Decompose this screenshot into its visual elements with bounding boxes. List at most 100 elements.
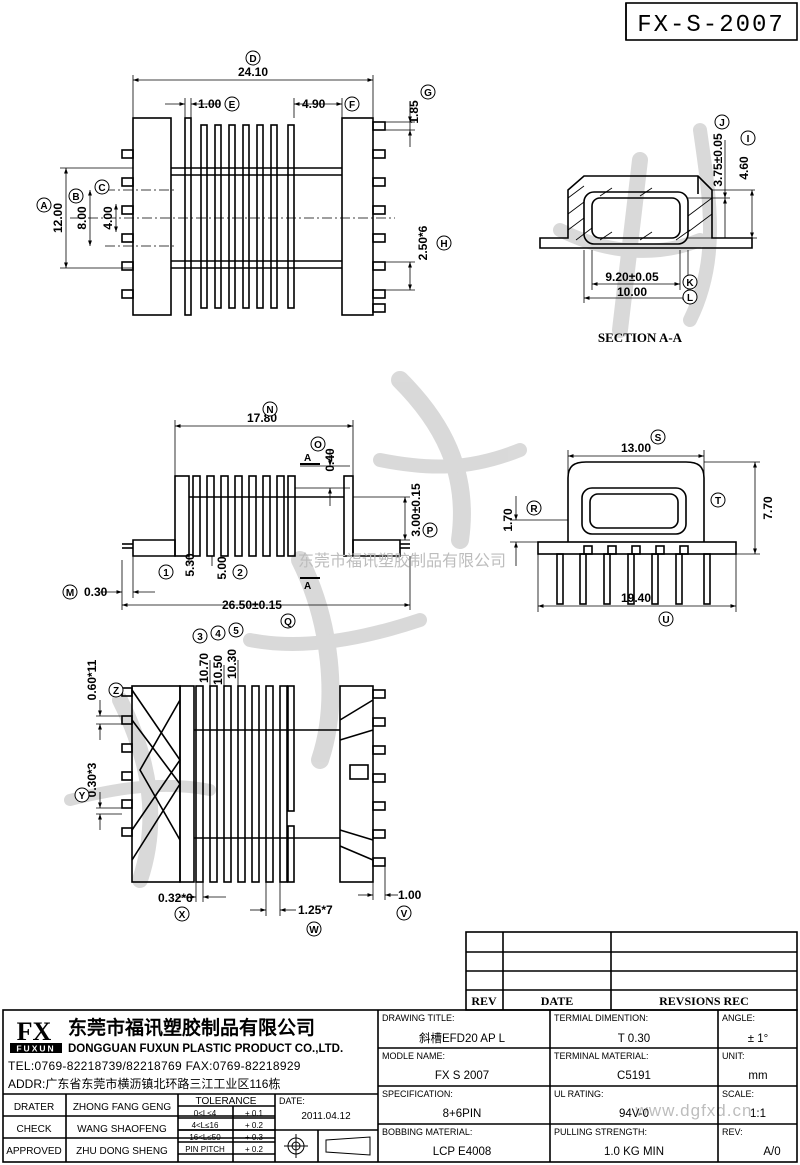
scale-label: SCALE: (722, 1089, 754, 1099)
marker-w: W (309, 925, 319, 936)
section-cut-marks: A A (300, 453, 320, 592)
dim-4-60: 4.60 (737, 156, 751, 180)
rev-value: A/0 (763, 1146, 780, 1158)
dim-2-50x6: 2.50*6 (416, 225, 430, 260)
marker-o: O (314, 440, 322, 451)
marker-g: G (424, 88, 432, 99)
drawing-title-label: DRAWING TITLE: (382, 1013, 455, 1023)
marker-2: 2 (237, 568, 243, 579)
tol-range-3: 16<L≤50 (189, 1133, 221, 1142)
dim-13-00: 13.00 (621, 441, 651, 455)
company-logo-sub: FUXUN (16, 1044, 55, 1054)
tolerance-label: TOLERANCE (196, 1096, 257, 1107)
marker-b: B (72, 192, 79, 203)
bobbin-material-value: LCP E4008 (433, 1146, 492, 1158)
dim-3-00: 3.00±0.15 (409, 483, 423, 537)
side-view (122, 475, 410, 557)
front-view-dimensions (510, 450, 760, 612)
dim-10-70: 10.70 (197, 653, 211, 683)
dim-19-40: 19.40 (621, 591, 651, 605)
marker-u: U (662, 615, 669, 626)
terminal-dimention-value: T 0.30 (618, 1033, 650, 1045)
terminal-material-label: TERMINAL MATERIAL: (554, 1051, 649, 1061)
tol-value-3: + 0.3 (245, 1133, 264, 1142)
dim-26-50: 26.50±0.15 (222, 598, 282, 612)
marker-j: J (719, 118, 725, 129)
revision-table (465, 931, 798, 1011)
marker-f: F (349, 100, 355, 111)
tol-range-4: PIN PITCH (185, 1145, 225, 1154)
unit-label: UNIT: (722, 1051, 745, 1061)
marker-4: 4 (215, 629, 221, 640)
marker-t: T (715, 496, 721, 507)
terminal-dimention-label: TERMIAL DIMENTION: (554, 1013, 648, 1023)
marker-a: A (40, 201, 47, 212)
dim-0-30x3: 0.30*3 (85, 762, 99, 797)
bottom-view-markers: 3 4 5 Z Y X W V (74, 622, 412, 937)
marker-c: C (98, 183, 105, 194)
dim-0-60x11: 0.60*11 (85, 659, 99, 700)
dim-9-20: 9.20±0.05 (605, 270, 659, 284)
top-view-centerlines (70, 189, 395, 247)
side-view-dimensions (100, 420, 411, 610)
marker-d: D (249, 54, 256, 65)
approved-label: APPROVED (6, 1146, 62, 1157)
marker-v: V (401, 909, 408, 920)
dim-4-00: 4.00 (101, 206, 115, 230)
section-dimensions (583, 140, 757, 303)
approved-value: ZHU DONG SHENG (76, 1146, 168, 1157)
dim-3-75: 3.75±0.05 (711, 133, 725, 187)
tol-value-2: + 0.2 (245, 1121, 264, 1130)
bottom-view (121, 685, 386, 883)
bottom-view-dimensions (96, 660, 398, 916)
dim-7-70: 7.70 (761, 496, 775, 520)
dim-10-00: 10.00 (617, 285, 647, 299)
marker-k: K (686, 278, 694, 289)
projection-symbol (284, 1134, 371, 1158)
drawing-number: FX-S-2007 (637, 12, 785, 39)
company-logo: FX (17, 1017, 52, 1046)
marker-l: L (687, 293, 693, 304)
tol-value-4: + 0.2 (245, 1145, 264, 1154)
marker-n: N (266, 405, 273, 416)
marker-1: 1 (163, 568, 169, 579)
drawing-title-value: 斜槽EFD20 AP L (419, 1032, 506, 1045)
rev-label: REV: (722, 1127, 743, 1137)
dim-1-25x7: 1.25*7 (298, 903, 333, 917)
dim-12-00: 12.00 (51, 203, 65, 233)
watermark-company-text: 东莞市福讯塑胶制品有限公司 (298, 552, 506, 570)
marker-s: S (655, 433, 662, 444)
watermark-url: www.dgfxd.cn (635, 1101, 753, 1120)
dim-0-40: 0.40 (323, 448, 337, 472)
marker-i: I (747, 134, 750, 145)
company-addr: ADDR:广东省东莞市横沥镇北环路三江工业区116栋 (8, 1076, 280, 1091)
date-header: DATE (541, 994, 573, 1008)
marker-e: E (229, 100, 236, 111)
dim-5-00: 5.00 (215, 556, 229, 580)
ul-rating-label: UL RATING: (554, 1089, 604, 1099)
marker-5: 5 (233, 626, 239, 637)
dim-5-30: 5.30 (183, 553, 197, 577)
marker-h: H (440, 239, 447, 250)
dim-0-32x6: 0.32*6 (158, 891, 193, 905)
marker-z: Z (113, 686, 119, 697)
date-value: 2011.04.12 (301, 1111, 351, 1122)
title-block-frame (2, 1009, 798, 1163)
unit-value: mm (748, 1070, 767, 1082)
model-name-value: FX S 2007 (435, 1070, 489, 1082)
section-mark-bottom: A (304, 581, 311, 592)
date-label: DATE: (279, 1096, 305, 1106)
logo-sub-bar (10, 1043, 62, 1053)
dim-10-50: 10.50 (211, 655, 225, 685)
angle-label: ANGLE: (722, 1013, 755, 1023)
top-view-markers: D E F G A B C H (36, 50, 452, 251)
pulling-strength-value: 1.0 KG MIN (604, 1146, 664, 1158)
marker-m: M (66, 588, 74, 599)
company-name-en: DONGGUAN FUXUN PLASTIC PRODUCT CO.,LTD. (68, 1043, 343, 1055)
side-view-markers: N O P 1 2 M Q (62, 401, 438, 629)
specification-label: SPECIFICATION: (382, 1089, 453, 1099)
ul-rating-value: 94V-0 (619, 1108, 649, 1120)
dim-4-90: 4.90 (302, 97, 326, 111)
